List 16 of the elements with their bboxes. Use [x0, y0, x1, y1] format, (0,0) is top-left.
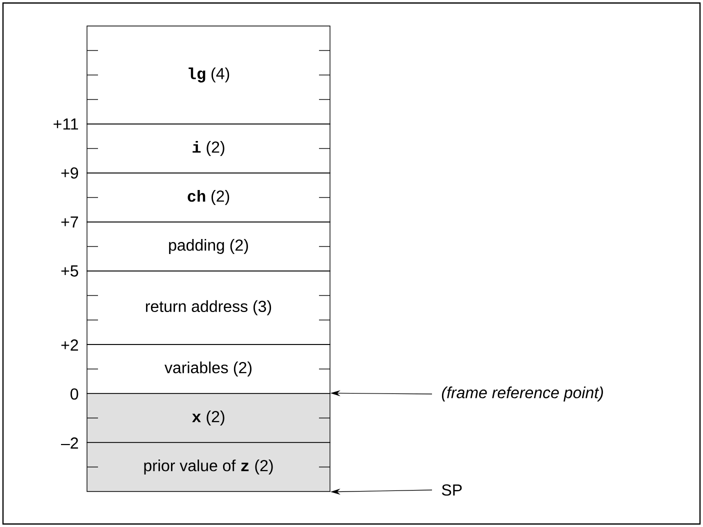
stack-cell: ch (2) — [86, 172, 330, 222]
offset-label: +9 — [61, 167, 78, 179]
stack-cell: lg (4) — [86, 26, 330, 124]
offset-label: +5 — [61, 265, 78, 277]
offset-label: 0 — [70, 388, 78, 400]
offset-label: +11 — [54, 118, 78, 130]
offset-label: +2 — [61, 339, 78, 351]
offset-label: –2 — [61, 437, 78, 449]
stack-cell: i (2) — [86, 124, 330, 174]
offset-label: +7 — [61, 216, 78, 228]
stack-cell: x (2) — [86, 393, 330, 443]
stack-cell: prior value of z (2) — [86, 442, 330, 492]
stack-cell: padding (2) — [86, 222, 330, 272]
annotation-text: (frame reference point) — [442, 386, 603, 402]
stack-cell: return address (3) — [86, 270, 330, 345]
annotation-text: SP — [442, 484, 462, 496]
